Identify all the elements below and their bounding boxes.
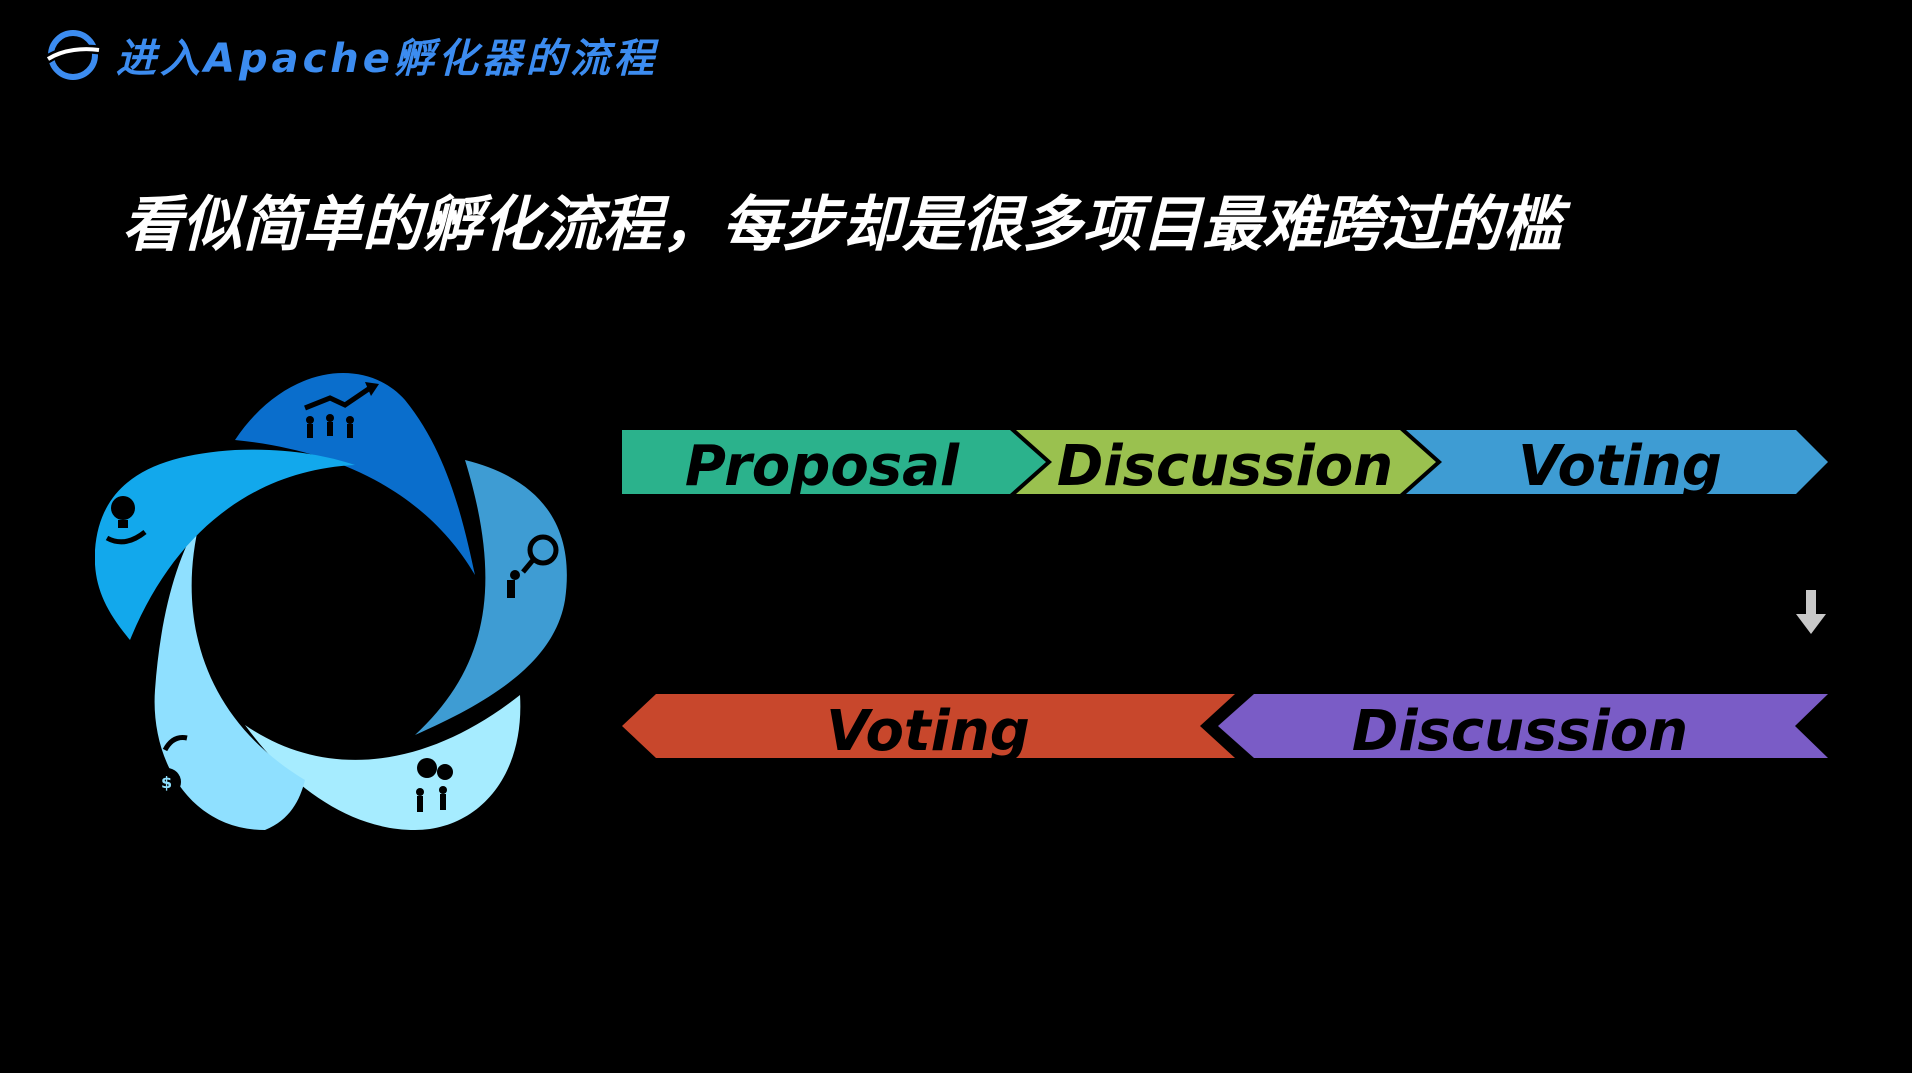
flow-step-discussion-top-label: Discussion: [1057, 434, 1393, 499]
flow-step-discussion-top: Discussion: [1016, 430, 1436, 499]
money-bag-hand-icon: $: [153, 735, 188, 796]
incubation-cycle-diagram: $: [95, 373, 567, 830]
growth-team-icon: [304, 382, 379, 438]
cycle-petal-1: [235, 373, 475, 575]
down-arrow-icon: [1796, 590, 1826, 634]
cycle-petal-3: [245, 695, 521, 830]
orbit-logo-icon: [44, 30, 101, 80]
flow-step-discussion-bottom: Discussion: [1218, 694, 1828, 764]
svg-text:$: $: [161, 773, 172, 792]
flow-step-voting-top-label: Voting: [1518, 434, 1722, 499]
cycle-petal-2: [415, 460, 567, 735]
flow-step-voting-bottom-label: Voting: [826, 699, 1030, 764]
flow-step-proposal: Proposal: [622, 430, 1046, 499]
gears-team-icon: [416, 758, 453, 812]
flow-step-voting-bottom: Voting: [622, 694, 1235, 764]
idea-bulb-hand-icon: [105, 496, 147, 545]
page-headline: 看似简单的孵化流程，每步却是很多项目最难跨过的槛: [122, 190, 1562, 260]
cycle-petal-4: [154, 520, 305, 830]
magnifier-person-icon: [507, 534, 559, 598]
header-title: 进入Apache孵化器的流程: [116, 36, 658, 82]
flow-step-proposal-label: Proposal: [685, 434, 960, 499]
flow-step-voting-top: Voting: [1406, 430, 1828, 499]
header: 进入Apache孵化器的流程: [44, 26, 658, 84]
cycle-petal-5: [95, 449, 355, 640]
flow-step-discussion-bottom-label: Discussion: [1352, 699, 1688, 764]
